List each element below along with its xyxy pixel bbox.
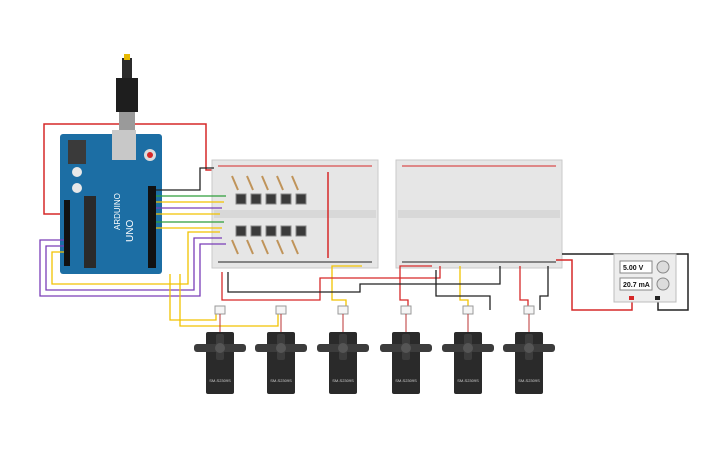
- servo-wires: [169, 265, 549, 327]
- arduino-brand-text: ARDUINO: [113, 193, 122, 230]
- negative-terminal: [655, 296, 660, 300]
- breadboard-left[interactable]: [211, 159, 379, 269]
- current-knob[interactable]: [656, 277, 670, 291]
- positive-terminal: [629, 296, 634, 300]
- signal-wires: [39, 167, 226, 297]
- servo-motor[interactable]: SM-S2309S: [442, 305, 494, 394]
- servo-motor[interactable]: SM-S2309S: [317, 305, 369, 394]
- arduino-model-text: UNO: [125, 220, 136, 242]
- servo-label: SM-S2309S: [457, 378, 479, 383]
- usb-cable: [116, 54, 138, 130]
- servo-label: SM-S2309S: [270, 378, 292, 383]
- current-readout: 20.7 mA: [623, 282, 650, 289]
- voltage-knob[interactable]: [656, 260, 670, 274]
- servo-motor[interactable]: SM-S2309S: [255, 305, 307, 394]
- breadboard-right[interactable]: [395, 159, 563, 269]
- servo-group: SM-S2309S SM-S2309S SM-S2309S SM-S2309S SM-S…: [194, 305, 555, 394]
- servo-motor[interactable]: SM-S2309S: [380, 305, 432, 394]
- servo-label: SM-S2309S: [209, 378, 231, 383]
- servo-label: SM-S2309S: [395, 378, 417, 383]
- pushbuttons[interactable]: [235, 193, 307, 237]
- servo-label: SM-S2309S: [332, 378, 354, 383]
- arduino-uno-board[interactable]: ARDUINO UNO: [60, 130, 162, 274]
- servo-motor[interactable]: SM-S2309S: [503, 305, 555, 394]
- resistors: [231, 175, 299, 255]
- servo-motor[interactable]: SM-S2309S: [194, 305, 246, 394]
- servo-label: SM-S2309S: [518, 378, 540, 383]
- power-supply[interactable]: 5.00 V 20.7 mA: [613, 253, 677, 303]
- voltage-readout: 5.00 V: [623, 265, 644, 272]
